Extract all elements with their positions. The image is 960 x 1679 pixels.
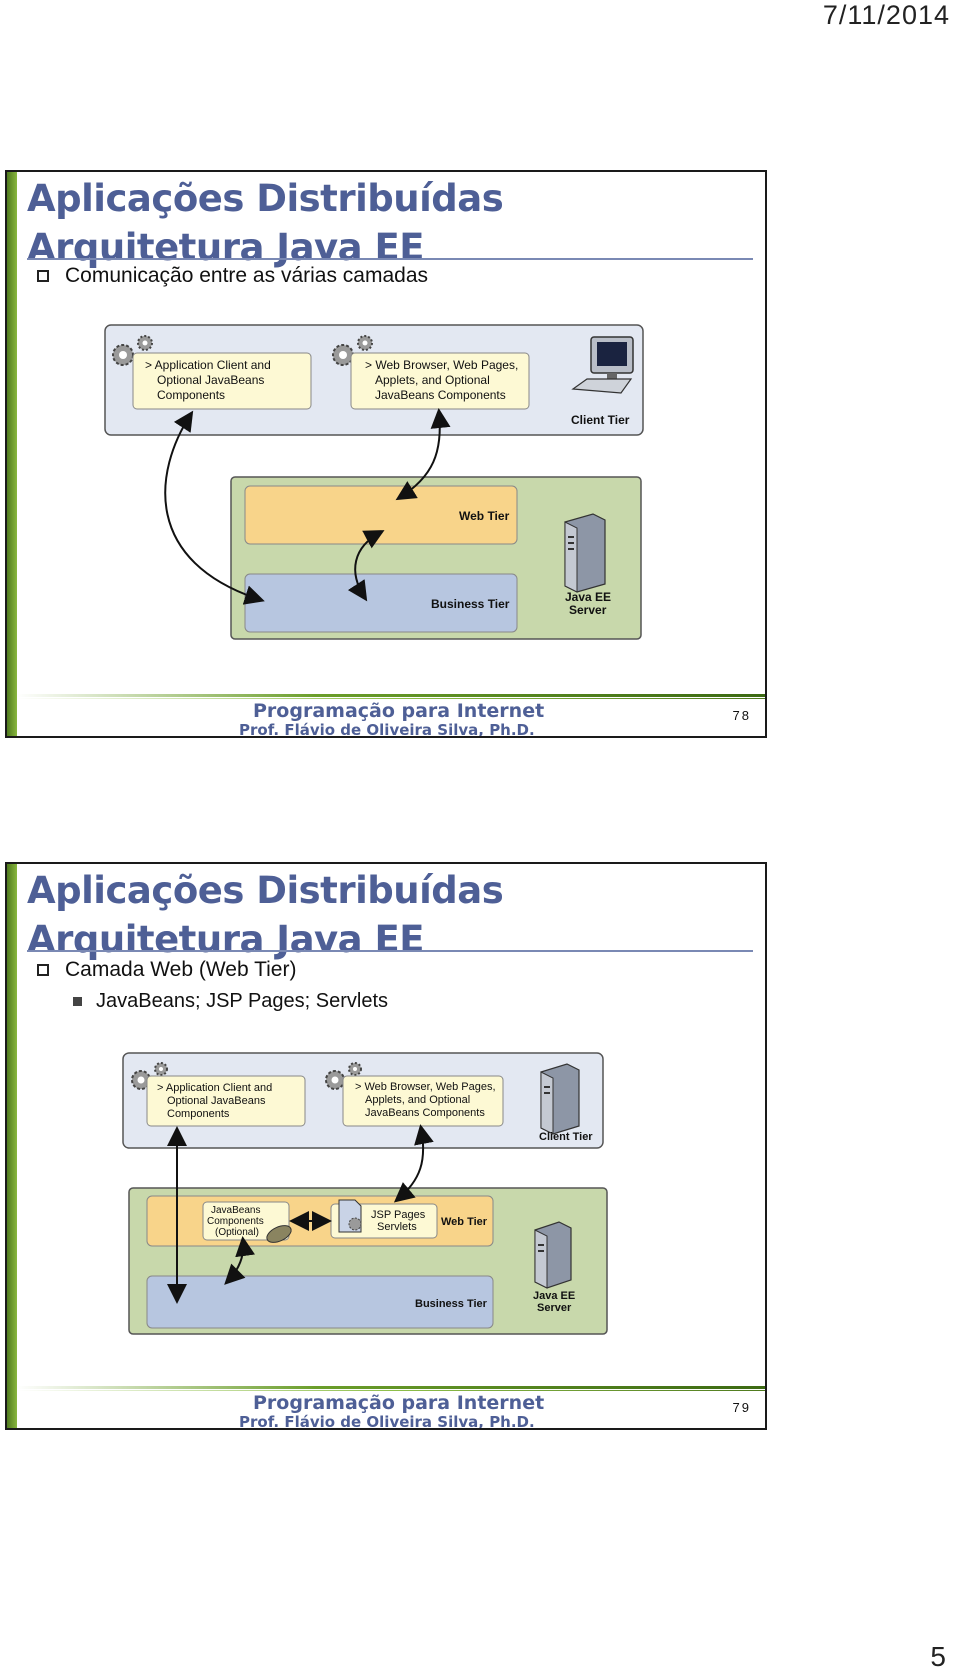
arrow-client-business	[164, 410, 265, 605]
sub-bullet-item: JavaBeans; JSP Pages; Servlets	[73, 990, 388, 1013]
slide-number: 78	[732, 708, 751, 723]
footer-professor: Prof. Flávio de Oliveira Silva, Ph.D.	[239, 1413, 535, 1430]
footer-line	[17, 698, 765, 699]
javabeans-line3: (Optional)	[215, 1227, 259, 1238]
filled-square-bullet-icon	[73, 997, 82, 1006]
slide-title-line2: Arquitetura Java EE	[27, 918, 425, 961]
web-browser-line2: Applets, and Optional	[375, 373, 490, 387]
web-tier-label: Web Tier	[459, 509, 510, 523]
javabeans-line2: Components	[207, 1216, 264, 1227]
app-client-line1: > Application Client and	[145, 358, 271, 372]
web-browser-line3: JavaBeans Components	[365, 1107, 485, 1119]
sub-bullet-text: JavaBeans; JSP Pages; Servlets	[96, 990, 389, 1012]
footer-professor: Prof. Flávio de Oliveira Silva, Ph.D.	[239, 721, 535, 738]
footer-course: Programação para Internet	[253, 700, 545, 722]
slide-accent-bar	[7, 864, 17, 1428]
server-label-line2: Server	[569, 603, 607, 617]
title-underline	[27, 950, 753, 952]
slide-79: Aplicações Distribuídas Arquitetura Java…	[5, 862, 767, 1430]
web-tier-label: Web Tier	[441, 1216, 488, 1228]
web-browser-line1: > Web Browser, Web Pages,	[365, 358, 518, 372]
app-client-line2: Optional JavaBeans	[167, 1095, 266, 1107]
desktop-computer-icon	[571, 336, 634, 394]
header-date: 7/11/2014	[822, 0, 950, 30]
slide-78: Aplicações Distribuídas Arquitetura Java…	[5, 170, 767, 738]
jsp-line1: JSP Pages	[371, 1209, 426, 1221]
arrow-browser-web	[395, 408, 451, 501]
bullet-item: Comunicação entre as várias camadas	[37, 264, 428, 288]
bullet-text: Camada Web (Web Tier)	[65, 958, 297, 981]
business-tier-box	[146, 1275, 494, 1329]
page-number: 5	[930, 1641, 946, 1672]
server-icon	[540, 1063, 580, 1135]
javabeans-line1: JavaBeans	[211, 1205, 260, 1216]
app-client-line3: Components	[157, 388, 225, 402]
java-ee-tiers-diagram: > Application Client and Optional JavaBe…	[104, 324, 644, 640]
footer-line	[17, 1390, 765, 1391]
client-tier-label: Client Tier	[571, 413, 630, 427]
app-client-line3: Components	[167, 1108, 230, 1120]
bullet-text: Comunicação entre as várias camadas	[65, 264, 429, 287]
server-icon	[564, 513, 606, 593]
web-browser-line2: Applets, and Optional	[365, 1094, 470, 1106]
arrow-javabeans-business	[224, 1236, 256, 1285]
app-client-box	[132, 352, 312, 410]
slide-title-line2: Arquitetura Java EE	[27, 226, 425, 269]
app-client-line1: > Application Client and	[157, 1082, 272, 1094]
app-client-line2: Optional JavaBeans	[157, 373, 264, 387]
hollow-square-bullet-icon	[37, 270, 49, 282]
java-ee-web-tier-diagram: > Application Client and Optional JavaBe…	[122, 1052, 608, 1335]
title-underline	[27, 258, 753, 260]
hollow-square-bullet-icon	[37, 964, 49, 976]
slide-title-line1: Aplicações Distribuídas	[27, 869, 504, 912]
document-gear-icon	[338, 1199, 362, 1233]
server-label-line1: Java EE	[533, 1290, 575, 1302]
business-tier-label: Business Tier	[431, 597, 510, 611]
server-label-line2: Server	[537, 1302, 572, 1314]
app-client-box	[146, 1075, 306, 1127]
arrow-browser-jsp	[393, 1124, 434, 1203]
slide-footer: Programação para Internet Prof. Flávio d…	[17, 1386, 765, 1428]
slide-title-line1: Aplicações Distribuídas	[27, 177, 504, 220]
client-tier-label: Client Tier	[539, 1131, 593, 1143]
slide-footer: Programação para Internet Prof. Flávio d…	[17, 694, 765, 736]
slide-title: Aplicações Distribuídas Arquitetura Java…	[27, 866, 504, 964]
web-browser-line3: JavaBeans Components	[375, 388, 506, 402]
business-tier-label: Business Tier	[415, 1298, 488, 1310]
bullet-item: Camada Web (Web Tier)	[37, 958, 296, 982]
footer-course: Programação para Internet	[253, 1392, 545, 1414]
footer-line	[17, 694, 765, 697]
slide-title: Aplicações Distribuídas Arquitetura Java…	[27, 174, 504, 272]
gear-icon	[325, 1062, 362, 1090]
server-label-line1: Java EE	[565, 590, 611, 604]
web-browser-line1: > Web Browser, Web Pages,	[355, 1081, 496, 1093]
slide-accent-bar	[7, 172, 17, 736]
footer-line	[17, 1386, 765, 1389]
slide-number: 79	[732, 1400, 751, 1415]
server-icon	[534, 1221, 572, 1289]
jsp-line2: Servlets	[377, 1221, 417, 1233]
arrow-web-business	[347, 530, 385, 602]
